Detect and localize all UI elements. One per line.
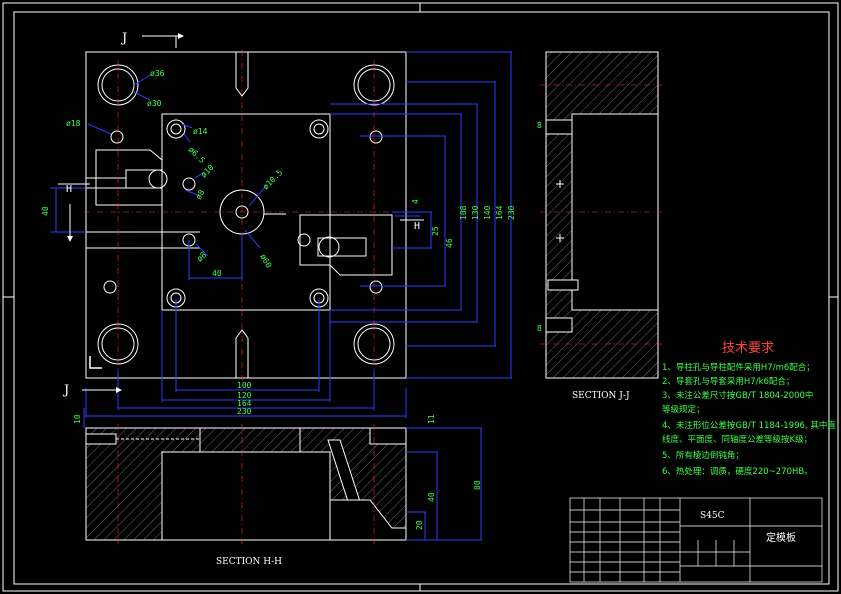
section-jj-view — [540, 51, 662, 379]
section-jj-annotations: 8 8 — [537, 121, 542, 333]
tech-line: 线度、平面度、同轴度公差等级按K级； — [662, 434, 812, 445]
dim-10: 10 — [73, 414, 82, 424]
part-name: 定模板 — [766, 531, 796, 544]
tech-line: 5、所有棱边倒钝角； — [662, 450, 744, 461]
dim-11: 11 — [427, 414, 436, 424]
dim-25: 25 — [431, 226, 440, 236]
dim-jj-8-top: 8 — [537, 121, 542, 130]
dim-d10-5: ø10.5 — [261, 168, 285, 192]
dim-164-vertical: 164 — [495, 205, 504, 220]
svg-text:J: J — [120, 31, 127, 46]
dim-164: 164 — [237, 399, 252, 408]
dim-80: 80 — [473, 480, 482, 490]
dim-d8-bottom: ø8 — [195, 250, 208, 263]
dim-d30: ø30 — [147, 99, 162, 108]
title-block — [569, 497, 823, 583]
svg-text:H: H — [66, 184, 72, 195]
dim-d8-top: ø8 — [194, 188, 207, 201]
section-marker-j: J J — [62, 31, 184, 398]
dim-d18: ø18 — [66, 119, 81, 128]
dim-46: 46 — [445, 238, 454, 248]
dim-120: 120 — [237, 391, 252, 400]
dim-40-horizontal: 40 — [212, 269, 222, 278]
dim-d14: ø14 — [193, 127, 208, 136]
tech-line: 1、导柱孔与导柱配件采用H7/m6配合； — [662, 362, 815, 373]
plan-annotations: ø36 ø30 ø18 ø14 ø6.5 ø10 ø8 ø10.5 ø60 ø8… — [41, 69, 516, 416]
plan-dimension-lines — [50, 51, 512, 418]
dim-230: 230 — [237, 407, 252, 416]
dim-40-vertical: 40 — [41, 206, 50, 216]
plate-outline — [85, 51, 407, 379]
plan-view — [84, 50, 408, 380]
section-jj-title: SECTION J-J — [572, 391, 630, 401]
dim-d36: ø36 — [150, 69, 165, 78]
dim-jj-8-bottom: 8 — [537, 324, 542, 333]
dim-20: 20 — [415, 520, 424, 530]
section-hh-view — [85, 424, 407, 544]
tech-line: 6、热处理：调质，硬度220~270HB。 — [662, 466, 813, 477]
dim-d60: ø60 — [258, 253, 273, 270]
dim-4: 4 — [411, 199, 420, 204]
tech-line: 4、未注形位公差按GB/T 1184-1996, 其中直 — [662, 420, 836, 431]
section-marker-h: H H — [58, 183, 424, 242]
dim-140: 140 — [483, 205, 492, 220]
dim-d6-5: ø6.5 — [187, 145, 207, 165]
section-hh-dimension-lines — [83, 408, 482, 541]
section-hh-title: SECTION H-H — [216, 557, 282, 567]
dim-230-vertical: 230 — [507, 205, 516, 220]
dim-108: 108 — [459, 205, 468, 220]
screw-holes — [103, 119, 383, 308]
technical-requirements: 技术要求 1、导柱孔与导柱配件采用H7/m6配合； 2、导套孔与导套采用H7/k… — [662, 341, 836, 477]
material-label: S45C — [700, 511, 725, 521]
svg-text:J: J — [62, 383, 69, 398]
tech-line: 3、未注公差尺寸按GB/T 1804-2000中 — [662, 390, 813, 401]
tech-line: 2、导套孔与导套采用H7/k6配合； — [662, 376, 794, 387]
dim-40-section: 40 — [427, 492, 436, 502]
svg-text:H: H — [414, 221, 420, 232]
tech-title: 技术要求 — [722, 341, 774, 356]
dim-d10: ø10 — [199, 163, 216, 180]
tech-line: 等级规定； — [662, 404, 705, 415]
dim-100: 100 — [237, 381, 252, 390]
slider-pocket-right — [299, 214, 393, 276]
section-hh-annotations: 10 11 80 40 20 — [73, 414, 482, 530]
dim-130: 130 — [471, 205, 480, 220]
